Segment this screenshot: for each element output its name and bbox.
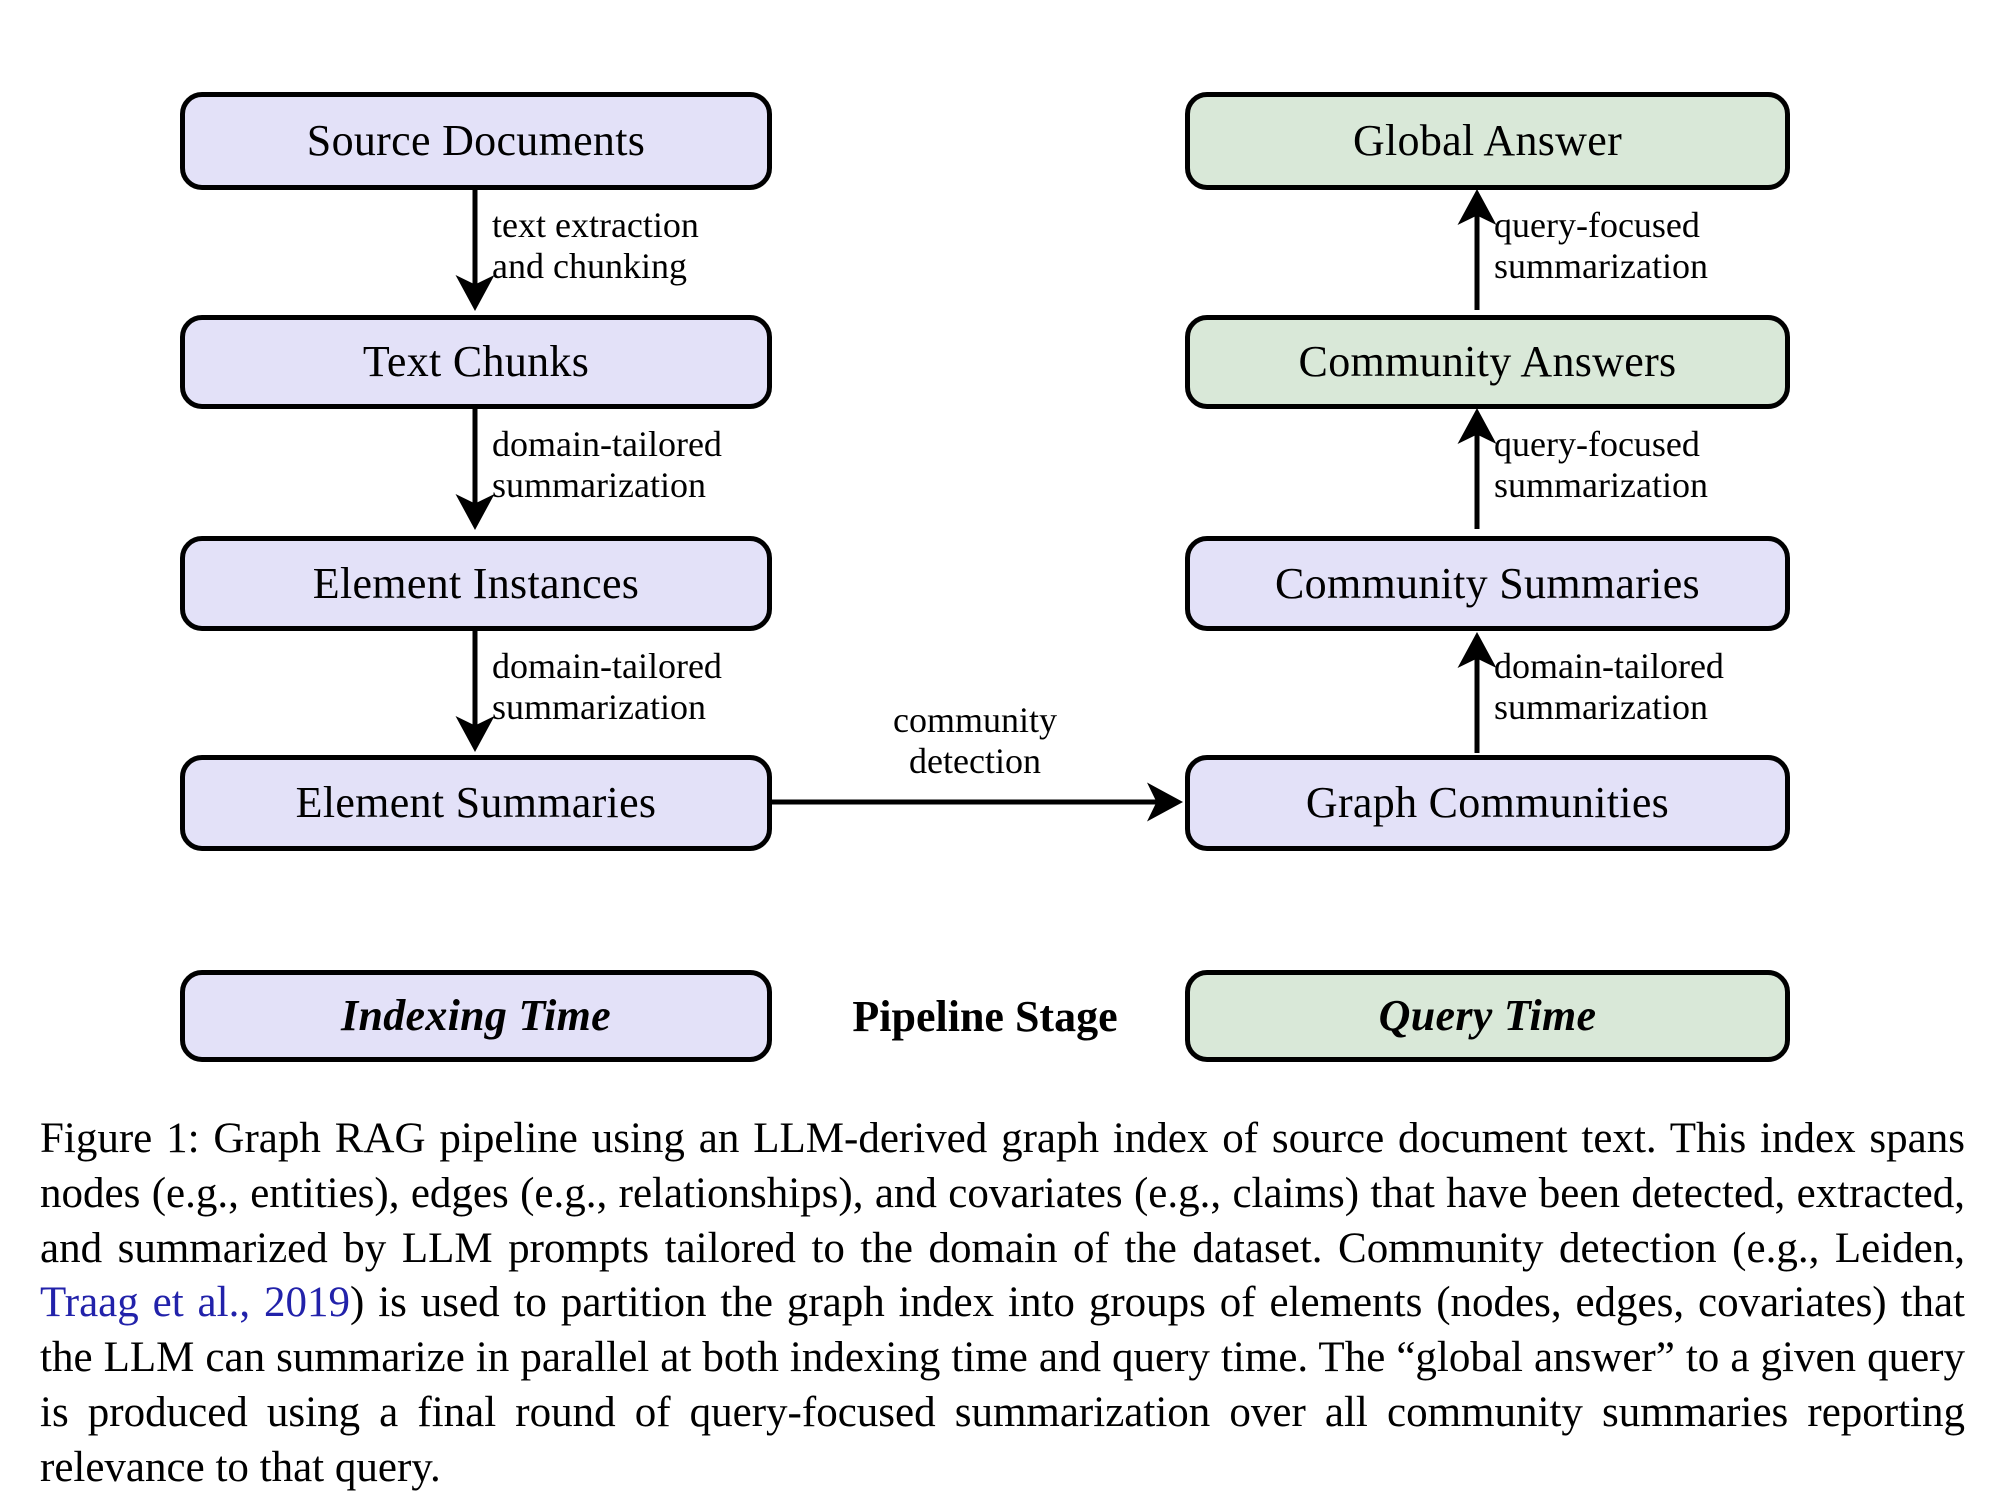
legend-pipeline-stage: Pipeline Stage [790, 970, 1180, 1062]
node-community-answers[interactable]: Community Answers [1185, 315, 1790, 409]
legend-label: Pipeline Stage [852, 991, 1118, 1041]
edge-label-line2: and chunking [492, 246, 687, 287]
edge-label-line1: text extraction [492, 205, 699, 245]
node-label: Element Instances [312, 558, 640, 608]
node-label: Graph Communities [1305, 778, 1670, 827]
edge-label-line1: community [893, 700, 1057, 740]
citation-link[interactable]: Traag et al., 2019 [40, 1279, 350, 1327]
edge-label-line2: detection [909, 741, 1041, 782]
node-community-summaries[interactable]: Community Summaries [1185, 536, 1790, 631]
edge-label-line2: summarization [492, 465, 706, 506]
edge-label-line2: summarization [1494, 465, 1708, 506]
edge-label-commsummaries-to-commanswers: query-focused summarization [1494, 424, 1708, 506]
edge-label-instances-to-summaries: domain-tailored summarization [492, 646, 722, 728]
edge-label-line2: summarization [492, 687, 706, 728]
edge-label-line1: domain-tailored [492, 646, 722, 686]
legend-query-time: Query Time [1185, 970, 1790, 1062]
node-label: Text Chunks [362, 337, 590, 386]
legend-label: Query Time [1378, 991, 1597, 1040]
edge-label-line2: summarization [1494, 687, 1708, 728]
caption-prefix: Figure 1: Graph RAG pipeline using an LL… [40, 1115, 1965, 1272]
legend-indexing-time: Indexing Time [180, 970, 772, 1062]
node-graph-communities[interactable]: Graph Communities [1185, 755, 1790, 851]
node-text-chunks[interactable]: Text Chunks [180, 315, 772, 409]
node-label: Community Answers [1298, 337, 1677, 386]
edge-label-source-to-chunks: text extraction and chunking [492, 205, 699, 287]
node-element-instances[interactable]: Element Instances [180, 536, 772, 631]
caption-suffix: ) is used to partition the graph index i… [40, 1279, 1965, 1491]
edge-label-summaries-to-communities: community detection [810, 700, 1140, 782]
node-label: Global Answer [1352, 116, 1623, 165]
node-label: Source Documents [306, 116, 646, 165]
figure-caption: Figure 1: Graph RAG pipeline using an LL… [40, 1112, 1965, 1496]
graph-rag-pipeline-figure: Source Documents Text Chunks Element Ins… [180, 92, 1790, 1062]
edge-label-chunks-to-instances: domain-tailored summarization [492, 424, 722, 506]
edge-label-line2: summarization [1494, 246, 1708, 287]
edge-label-communities-to-commsummaries: domain-tailored summarization [1494, 646, 1724, 728]
edge-label-line1: query-focused [1494, 424, 1700, 464]
edge-label-line1: query-focused [1494, 205, 1700, 245]
node-source-documents[interactable]: Source Documents [180, 92, 772, 190]
edge-label-line1: domain-tailored [492, 424, 722, 464]
node-label: Community Summaries [1275, 558, 1700, 608]
edge-label-line1: domain-tailored [1494, 646, 1724, 686]
node-label: Element Summaries [295, 778, 657, 827]
legend-label: Indexing Time [341, 991, 611, 1040]
node-element-summaries[interactable]: Element Summaries [180, 755, 772, 851]
node-global-answer[interactable]: Global Answer [1185, 92, 1790, 190]
edge-label-commanswers-to-global: query-focused summarization [1494, 205, 1708, 287]
